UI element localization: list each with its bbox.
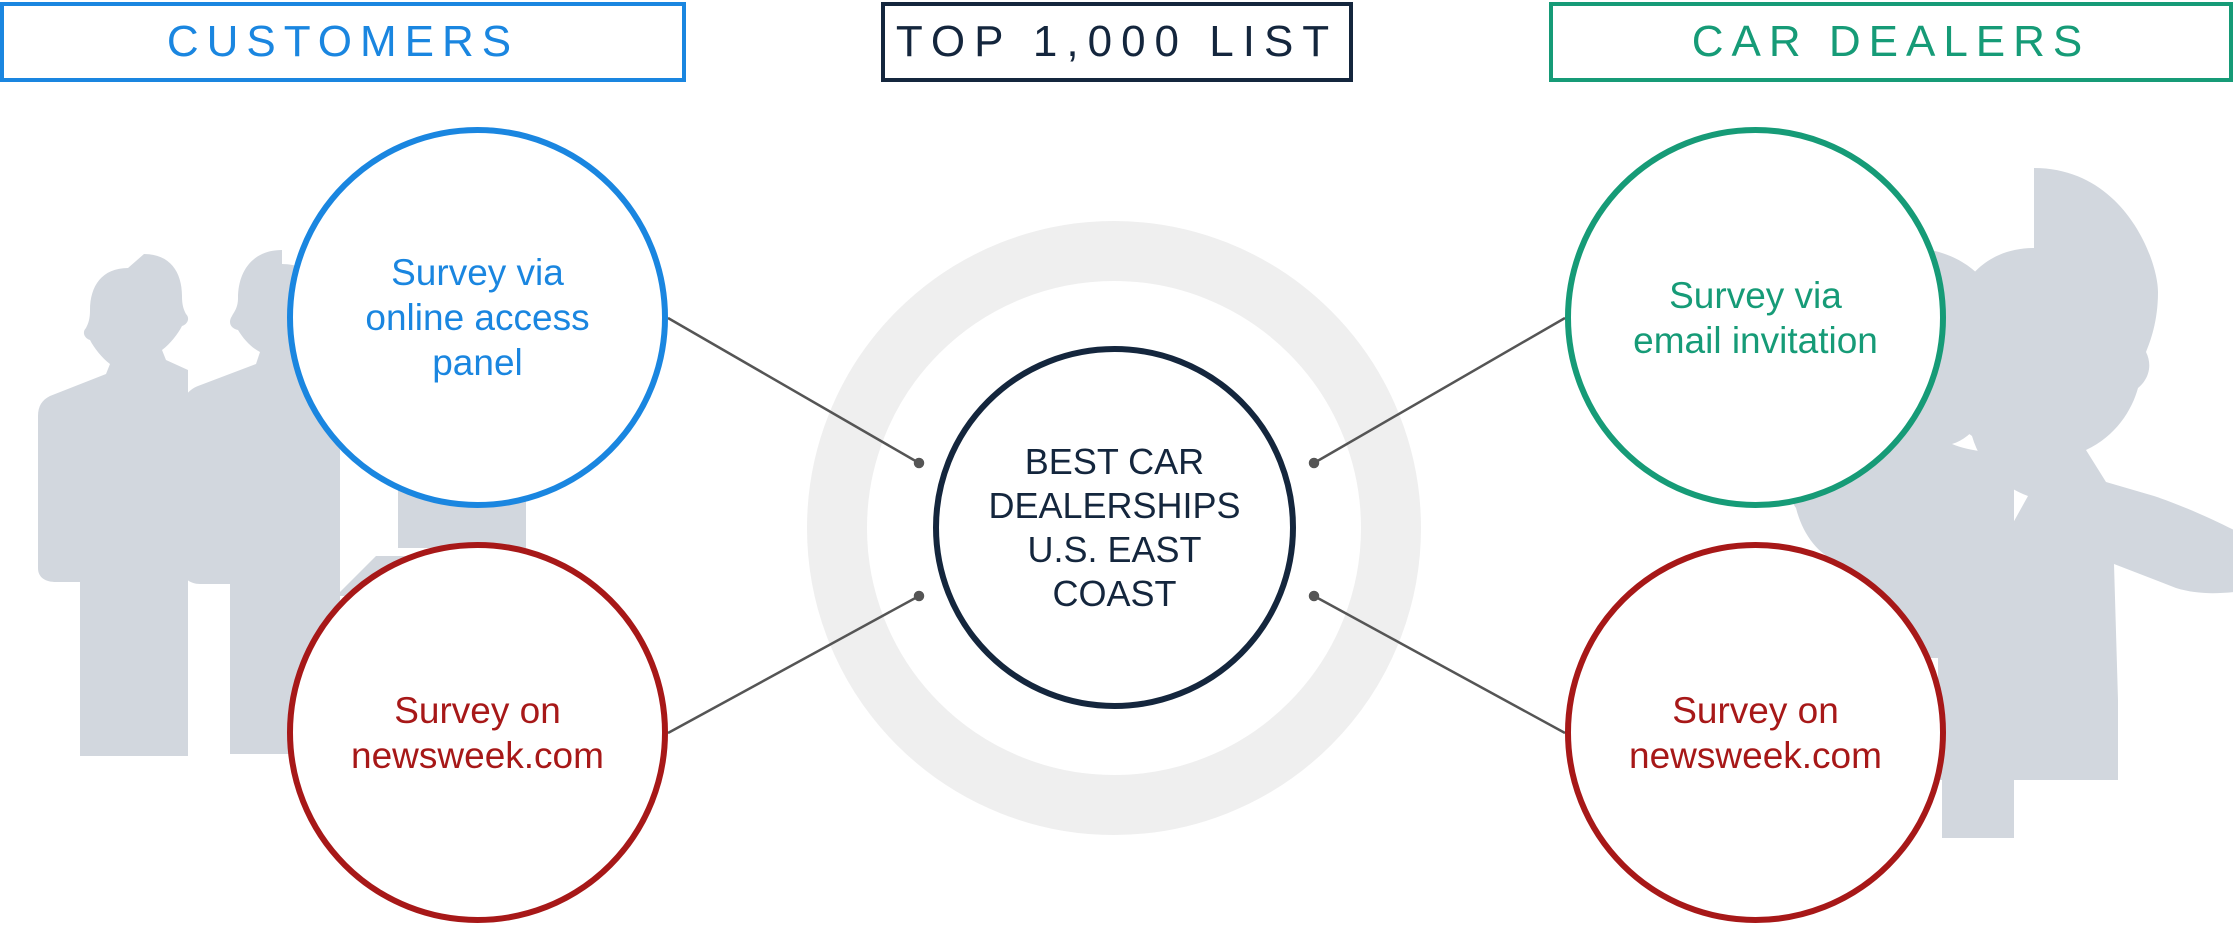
- dealers-newsweek-survey-label: Survey on newsweek.com: [1629, 689, 1882, 776]
- outer-ring: [807, 221, 1421, 835]
- car-dealers-header-label: CAR DEALERS: [1691, 17, 2091, 66]
- car-dealers-header: CAR DEALERS: [1549, 2, 2233, 82]
- customers-header-label: CUSTOMERS: [166, 17, 520, 66]
- top-list-header: TOP 1,000 LIST: [881, 2, 1353, 82]
- customers-online-survey-label: Survey via online access panel: [365, 252, 590, 383]
- dealers-newsweek-survey-node: Survey on newsweek.com: [1565, 542, 1946, 923]
- dealers-email-survey-label: Survey via email invitation: [1633, 274, 1878, 361]
- best-car-dealerships-center-node: BEST CAR DEALERSHIPS U.S. EAST COAST: [933, 346, 1296, 709]
- customers-online-survey-node: Survey via online access panel: [287, 127, 668, 508]
- customers-newsweek-survey-label: Survey on newsweek.com: [351, 689, 604, 776]
- people-silhouette-right-icon: [1698, 168, 2233, 838]
- center-node-label: BEST CAR DEALERSHIPS U.S. EAST COAST: [988, 440, 1241, 614]
- dealers-email-survey-node: Survey via email invitation: [1565, 127, 1946, 508]
- customers-newsweek-survey-node: Survey on newsweek.com: [287, 542, 668, 923]
- connectors: [667, 316, 1566, 735]
- top-list-header-label: TOP 1,000 LIST: [895, 17, 1339, 66]
- customers-header: CUSTOMERS: [0, 2, 686, 82]
